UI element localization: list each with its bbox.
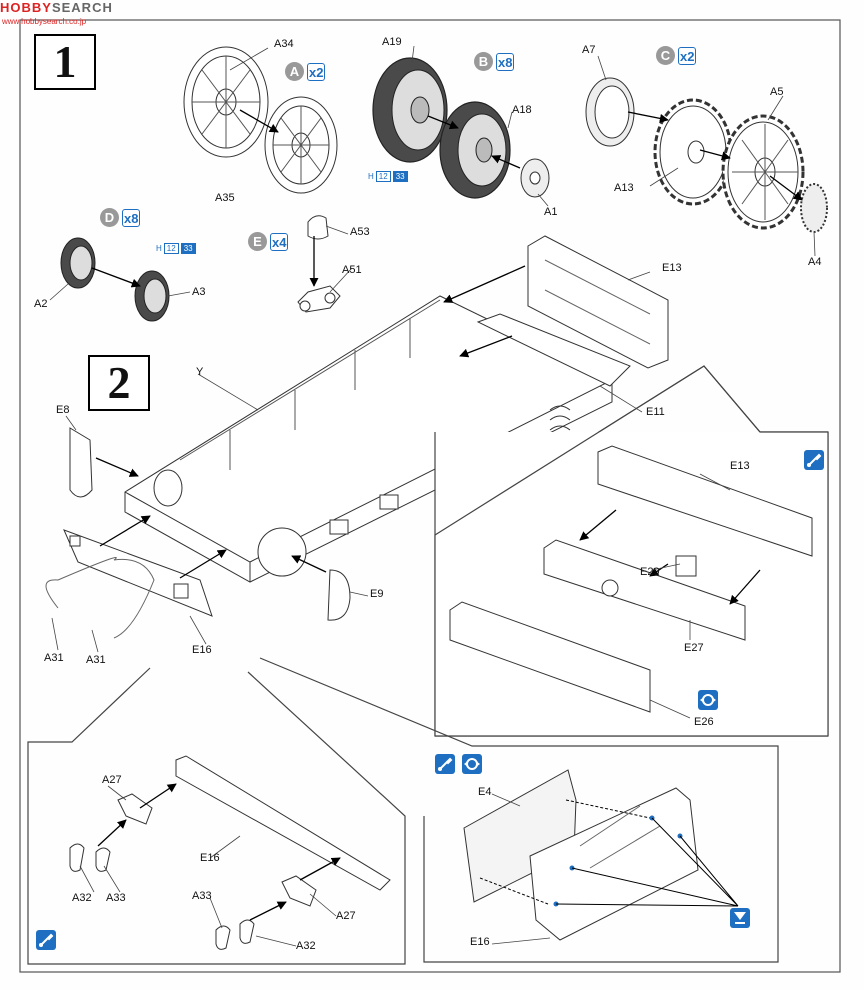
- site-header: HOBBYSEARCH www.hobbysearch.co.jp: [0, 0, 113, 26]
- cut-off-icon: [730, 908, 750, 928]
- callout-leader-left: [27, 667, 406, 965]
- glue-brush-icon: [804, 450, 824, 470]
- part-e9-hook: [327, 569, 351, 621]
- part-a53-arm: [307, 215, 329, 240]
- label-a33-1: A33: [106, 892, 126, 904]
- part-a4-cap: [800, 183, 828, 233]
- label-a27-2: A27: [336, 910, 356, 922]
- label-a32-1: A32: [72, 892, 92, 904]
- part-a34-wheel: [183, 46, 269, 158]
- label-a27-1: A27: [102, 774, 122, 786]
- label-a18: A18: [512, 104, 532, 116]
- label-e9: E9: [370, 588, 384, 600]
- label-e11: E11: [646, 406, 665, 418]
- glue-brush-icon-2: [435, 754, 455, 774]
- label-a32-2: A32: [296, 940, 316, 952]
- drill-hole-icon: [698, 690, 718, 710]
- label-a31-1: A31: [44, 652, 64, 664]
- logo-search: SEARCH: [51, 0, 113, 15]
- glue-brush-icon-3: [36, 930, 56, 950]
- part-e8-hook: [69, 427, 93, 498]
- label-e8: E8: [56, 404, 70, 416]
- label-e27: E27: [684, 642, 704, 654]
- label-a51: A51: [342, 264, 362, 276]
- part-a18-wheel: [439, 101, 511, 199]
- hull-y: [124, 295, 613, 583]
- label-a35: A35: [215, 192, 235, 204]
- label-a34: A34: [274, 38, 294, 50]
- label-e29: E29: [640, 566, 660, 578]
- label-a53: A53: [350, 226, 370, 238]
- part-a19-wheel: [372, 57, 448, 163]
- part-a1-hub: [520, 158, 550, 198]
- callout-leader-bottom: [259, 657, 779, 963]
- part-a5-sprocket: [721, 114, 805, 230]
- label-a5: A5: [770, 86, 784, 98]
- part-a51-bracket: [297, 285, 341, 313]
- part-a3-wheel: [134, 270, 170, 322]
- label-e16: E16: [192, 644, 212, 656]
- detail-e13-assembly: [449, 445, 813, 713]
- step-1-number: 1: [34, 34, 96, 90]
- part-a35-wheel: [264, 96, 338, 194]
- detail-e4-e16-assembly: [463, 769, 699, 941]
- label-a7: A7: [582, 44, 596, 56]
- outer-frame: [19, 19, 841, 973]
- part-a7-ring: [585, 77, 635, 147]
- label-e13: E13: [662, 262, 682, 274]
- part-e16-plate: [63, 529, 213, 617]
- label-e16-detail-2: E16: [470, 936, 490, 948]
- label-e26: E26: [694, 716, 714, 728]
- label-a13: A13: [614, 182, 634, 194]
- label-a3: A3: [192, 286, 206, 298]
- part-a13-sprocket: [653, 98, 733, 206]
- label-e13-detail: E13: [730, 460, 750, 472]
- label-y: Y: [196, 366, 204, 378]
- label-a33-2: A33: [192, 890, 212, 902]
- drill-hole-icon-2: [462, 754, 482, 774]
- step-2-number: 2: [88, 355, 150, 411]
- site-url: www.hobbysearch.co.jp: [2, 17, 87, 26]
- part-e13-plate: [527, 235, 669, 369]
- detail-e16-assembly: [69, 755, 391, 950]
- label-a4: A4: [808, 256, 822, 268]
- label-a19: A19: [382, 36, 402, 48]
- part-e11-plate: [476, 313, 631, 387]
- label-a2: A2: [34, 298, 48, 310]
- label-a1: A1: [544, 206, 558, 218]
- label-e4: E4: [478, 786, 492, 798]
- label-e16-detail: E16: [200, 852, 220, 864]
- tow-cable-a31: [45, 557, 155, 639]
- logo-hobby: HOBBY: [0, 0, 52, 15]
- part-a2-wheel: [60, 237, 96, 289]
- label-a31-2: A31: [86, 654, 106, 666]
